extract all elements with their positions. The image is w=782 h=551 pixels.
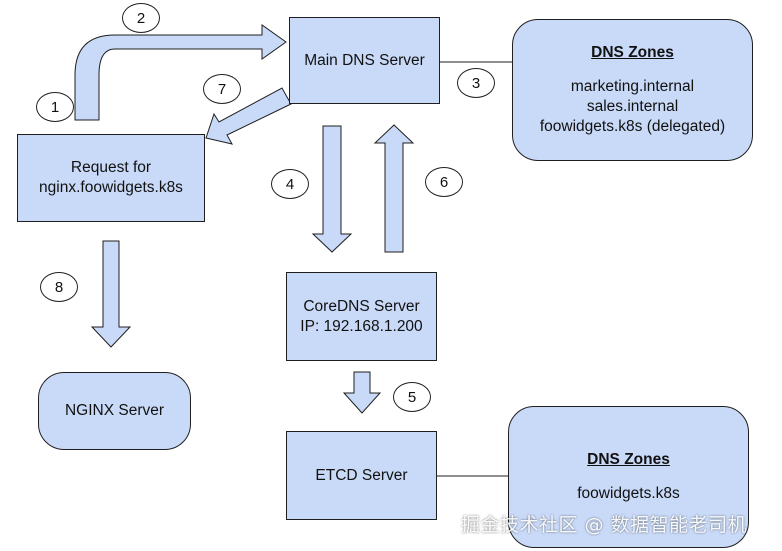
arrow-request-to-nginx	[90, 240, 132, 348]
arrow-main-dns-to-coredns	[311, 125, 353, 253]
zone-entry-marketing: marketing.internal	[570, 78, 695, 95]
step-6-marker: 6	[425, 167, 463, 197]
main-dns-zones-title: DNS Zones	[591, 44, 674, 61]
arrow-main-dns-to-request	[205, 87, 292, 145]
main-dns-server-label: Main DNS Server	[304, 51, 425, 69]
coredns-label-line1: CoreDNS Server	[303, 297, 420, 315]
etcd-zones-box: DNS Zones foowidgets.k8s	[508, 406, 749, 548]
step-5-marker: 5	[393, 382, 431, 412]
step-4-marker: 4	[271, 169, 309, 199]
arrow-coredns-to-main-dns	[373, 124, 415, 253]
arrow-request-to-main-dns	[74, 24, 287, 121]
watermark: 掘金技术社区 @ 数据智能老司机	[461, 514, 748, 536]
nginx-server-label: NGINX Server	[64, 402, 165, 419]
request-label-line1: Request for	[70, 159, 152, 176]
step-7-marker: 7	[203, 74, 241, 104]
step-8-marker: 8	[40, 272, 78, 302]
zone-entry-sales: sales.internal	[586, 98, 679, 115]
main-dns-server-box: Main DNS Server	[289, 17, 440, 104]
step-2-marker: 2	[122, 3, 160, 33]
etcd-zones-title: DNS Zones	[587, 451, 670, 468]
coredns-server-box: CoreDNS Server IP: 192.168.1.200	[286, 272, 437, 361]
main-dns-zones-box: DNS Zones marketing.internal sales.inter…	[512, 19, 753, 161]
request-label-line2: nginx.foowidgets.k8s	[39, 179, 183, 196]
nginx-server-box: NGINX Server	[38, 372, 191, 450]
etcd-server-box: ETCD Server	[286, 431, 437, 520]
coredns-label-line2: IP: 192.168.1.200	[300, 317, 423, 335]
etcd-server-label: ETCD Server	[315, 466, 408, 484]
step-1-marker: 1	[36, 92, 74, 122]
zone-entry-foowidgets-delegated: foowidgets.k8s (delegated)	[539, 118, 726, 135]
zone-entry-foowidgets: foowidgets.k8s	[577, 485, 680, 502]
request-box: Request for nginx.foowidgets.k8s	[17, 134, 205, 222]
arrow-coredns-to-etcd	[342, 371, 382, 414]
step-3-marker: 3	[457, 68, 495, 98]
